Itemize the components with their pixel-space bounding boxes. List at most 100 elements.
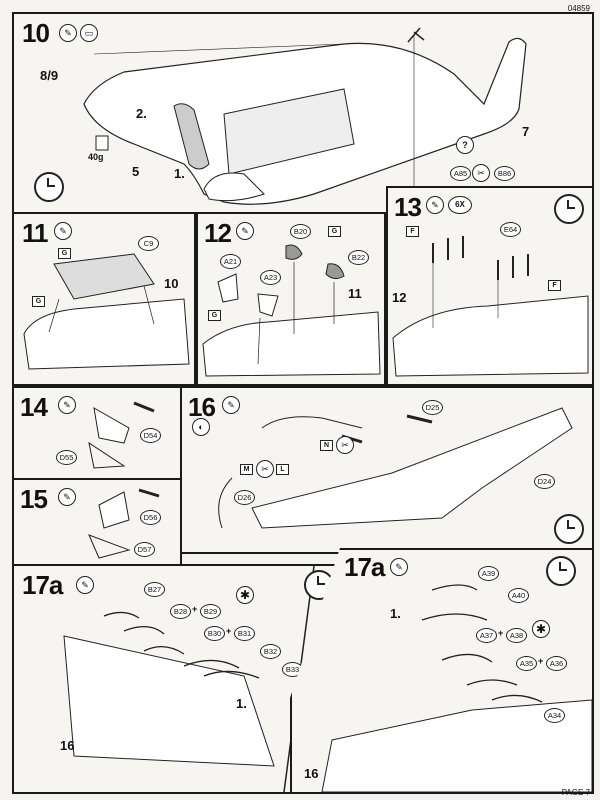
step-17a-right-drawing bbox=[321, 584, 592, 792]
part-b28: B28 bbox=[170, 604, 191, 619]
glue-icon: ✎ bbox=[76, 576, 94, 594]
part-a40: A40 bbox=[508, 588, 529, 603]
glue-icon: ✎ bbox=[390, 558, 408, 576]
step-number: 14 bbox=[20, 392, 48, 422]
part-b29: B29 bbox=[200, 604, 221, 619]
tag-g: G bbox=[58, 248, 71, 259]
step-12-drawing bbox=[202, 244, 381, 377]
tweezers-icon: ✂ bbox=[256, 460, 274, 478]
plus-sign: + bbox=[226, 626, 232, 636]
glue-icon: ✎ bbox=[222, 396, 240, 414]
glue-icon: ✎ bbox=[236, 222, 254, 240]
part-a36: A36 bbox=[546, 656, 567, 671]
paint-asterisk-icon: ✱ bbox=[532, 620, 550, 638]
part-d56: D56 bbox=[140, 510, 161, 525]
note-1: 1. bbox=[390, 606, 401, 621]
part-b27: B27 bbox=[144, 582, 165, 597]
plus-sign: + bbox=[498, 628, 504, 638]
step-number: 10 bbox=[22, 18, 50, 48]
step-number: 11 bbox=[22, 218, 48, 248]
tag-f: F bbox=[406, 226, 419, 237]
glue-icon: ✎ bbox=[426, 196, 444, 214]
clock-icon bbox=[34, 172, 64, 202]
weight-label: 40g bbox=[88, 152, 104, 162]
part-d57: D57 bbox=[134, 542, 155, 557]
step-17a-right-panel: 17a ✎ A39 A40 ✱ 1. A37 + A38 A35 + A36 A… bbox=[290, 548, 594, 794]
step-15-drawing bbox=[88, 488, 160, 559]
step-15-panel: 15 ✎ D56 D57 bbox=[12, 478, 182, 566]
glue-icon: ✎ bbox=[54, 222, 72, 240]
tag-m: M bbox=[240, 464, 253, 475]
label-7: 7 bbox=[522, 124, 530, 139]
part-d25: D25 bbox=[422, 400, 443, 415]
part-b32: B32 bbox=[260, 644, 281, 659]
part-d55: D55 bbox=[56, 450, 77, 465]
part-d54: D54 bbox=[140, 428, 161, 443]
label-11: 11 bbox=[348, 286, 362, 301]
label-10: 10 bbox=[164, 276, 179, 291]
tweezers-icon: ✂ bbox=[336, 436, 354, 454]
tag-g: G bbox=[208, 310, 221, 321]
step-number: 17a bbox=[22, 570, 63, 600]
tag-n: N bbox=[320, 440, 333, 451]
step-number: 16 bbox=[188, 392, 216, 422]
part-a34: A34 bbox=[544, 708, 565, 723]
part-a23: A23 bbox=[260, 270, 281, 285]
step-11-panel: 11 ✎ G G C9 10 bbox=[12, 212, 196, 386]
part-b31: B31 bbox=[234, 626, 255, 641]
clock-icon bbox=[554, 514, 584, 544]
step-number: 13 bbox=[394, 192, 422, 222]
part-c9: C9 bbox=[138, 236, 159, 251]
paint-asterisk-icon: ✱ bbox=[236, 586, 254, 604]
paint-icon: ▭ bbox=[80, 24, 98, 42]
part-b86: B86 bbox=[494, 166, 515, 181]
question-icon: ? bbox=[456, 136, 474, 154]
part-b22: B22 bbox=[348, 250, 369, 265]
tag-l: L bbox=[276, 464, 289, 475]
glue-icon: ✎ bbox=[58, 396, 76, 414]
glue-icon: ✎ bbox=[59, 24, 77, 42]
clock-icon bbox=[554, 194, 584, 224]
tag-g: G bbox=[328, 226, 341, 237]
step-number: 17a bbox=[344, 552, 385, 582]
label-5: 5 bbox=[132, 164, 140, 179]
multiplier-badge: 6X bbox=[448, 196, 472, 214]
part-a38: A38 bbox=[506, 628, 527, 643]
step-14-panel: 14 ✎ D54 D55 bbox=[12, 386, 182, 480]
label-8-9: 8/9 bbox=[40, 68, 59, 83]
clock-icon bbox=[546, 556, 576, 586]
tag-f: F bbox=[548, 280, 561, 291]
part-b20: B20 bbox=[290, 224, 311, 239]
part-a39: A39 bbox=[478, 566, 499, 581]
kit-code: 04859 bbox=[567, 4, 590, 13]
part-a37: A37 bbox=[476, 628, 497, 643]
part-e64: E64 bbox=[500, 222, 521, 237]
part-d26: D26 bbox=[234, 490, 255, 505]
label-16: 16 bbox=[60, 738, 75, 753]
step-number: 12 bbox=[204, 218, 232, 248]
step-11-drawing bbox=[23, 253, 190, 370]
tag-g: G bbox=[32, 296, 45, 307]
tweezers-icon: ✂ bbox=[472, 164, 490, 182]
page-number: PAGE 7 bbox=[561, 788, 590, 797]
part-a35: A35 bbox=[516, 656, 537, 671]
step-13-panel: 13 ✎ 6X E64 F F 12 bbox=[386, 186, 594, 386]
note-1: 1. bbox=[236, 696, 247, 711]
label-16: 16 bbox=[304, 766, 319, 781]
part-a21: A21 bbox=[220, 254, 241, 269]
part-d24: D24 bbox=[534, 474, 555, 489]
step-14-drawing bbox=[88, 401, 155, 469]
fuselage-drawing bbox=[83, 27, 527, 205]
paint-icon: ◐ bbox=[192, 418, 210, 436]
label-12: 12 bbox=[392, 290, 407, 305]
label-1: 1. bbox=[174, 166, 185, 181]
step-10-panel: 10 ✎ ▭ 8/9 2. 5 1. 7 40g ? A85 ✂ B86 bbox=[12, 12, 594, 214]
step-13-drawing bbox=[392, 236, 589, 377]
step-number: 15 bbox=[20, 484, 48, 514]
part-b30: B30 bbox=[204, 626, 225, 641]
step-12-panel: 12 ✎ A21 A23 B20 B22 G G 11 bbox=[196, 212, 386, 386]
label-2: 2. bbox=[136, 106, 147, 121]
plus-sign: + bbox=[192, 604, 198, 614]
part-a85: A85 bbox=[450, 166, 471, 181]
